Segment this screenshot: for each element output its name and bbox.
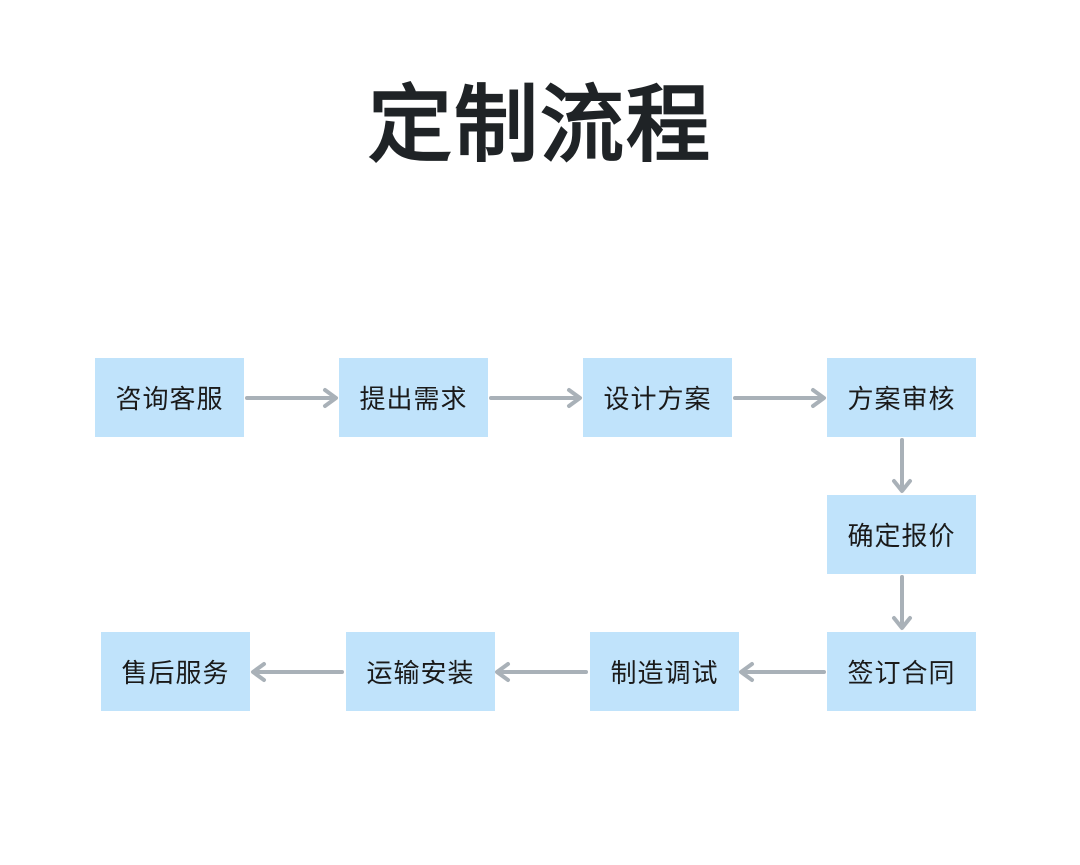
step-label: 提出需求 [359, 385, 468, 415]
page-title: 定制流程 [367, 75, 712, 174]
step-box-review: 方案审核 [827, 358, 976, 437]
step-label: 签订合同 [847, 659, 956, 689]
step-box-consult: 咨询客服 [95, 358, 244, 437]
step-box-install: 运输安装 [346, 632, 495, 711]
step-box-design: 设计方案 [583, 358, 732, 437]
step-label: 设计方案 [603, 385, 712, 415]
arrow-step7-to-step8 [495, 662, 588, 682]
step-box-quote: 确定报价 [827, 495, 976, 574]
arrow-step8-to-step9 [251, 662, 344, 682]
step-label: 售后服务 [121, 659, 230, 689]
step-label: 运输安装 [366, 659, 475, 689]
step-label: 咨询客服 [115, 385, 224, 415]
step-box-aftersales: 售后服务 [101, 632, 250, 711]
step-label: 制造调试 [610, 659, 719, 689]
arrow-step4-to-step5 [892, 438, 912, 493]
step-label: 确定报价 [847, 522, 956, 552]
step-box-manufacture: 制造调试 [590, 632, 739, 711]
arrow-step3-to-step4 [733, 388, 826, 408]
arrow-step5-to-step6 [892, 575, 912, 630]
arrow-step2-to-step3 [489, 388, 582, 408]
arrow-step1-to-step2 [245, 388, 338, 408]
step-label: 方案审核 [847, 385, 956, 415]
arrow-step6-to-step7 [739, 662, 826, 682]
step-box-contract: 签订合同 [827, 632, 976, 711]
step-box-requirements: 提出需求 [339, 358, 488, 437]
